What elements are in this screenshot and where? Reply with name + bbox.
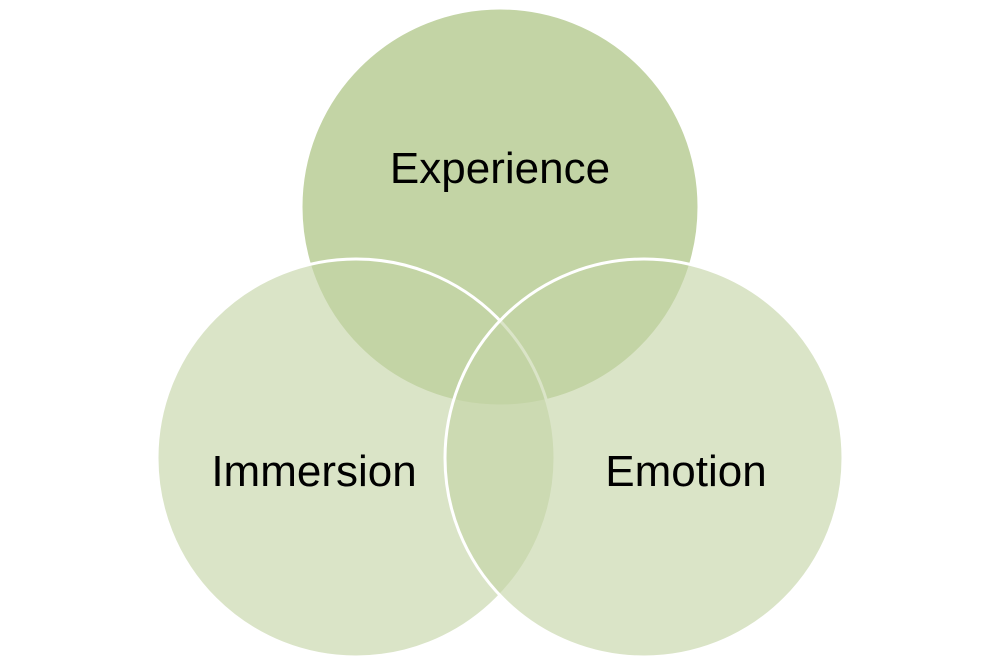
- emotion-set: [443, 257, 845, 659]
- immersion-label: Immersion: [211, 447, 416, 496]
- emotion-label: Emotion: [605, 447, 766, 496]
- emotion-circle: [443, 257, 845, 659]
- experience-label: Experience: [390, 144, 610, 193]
